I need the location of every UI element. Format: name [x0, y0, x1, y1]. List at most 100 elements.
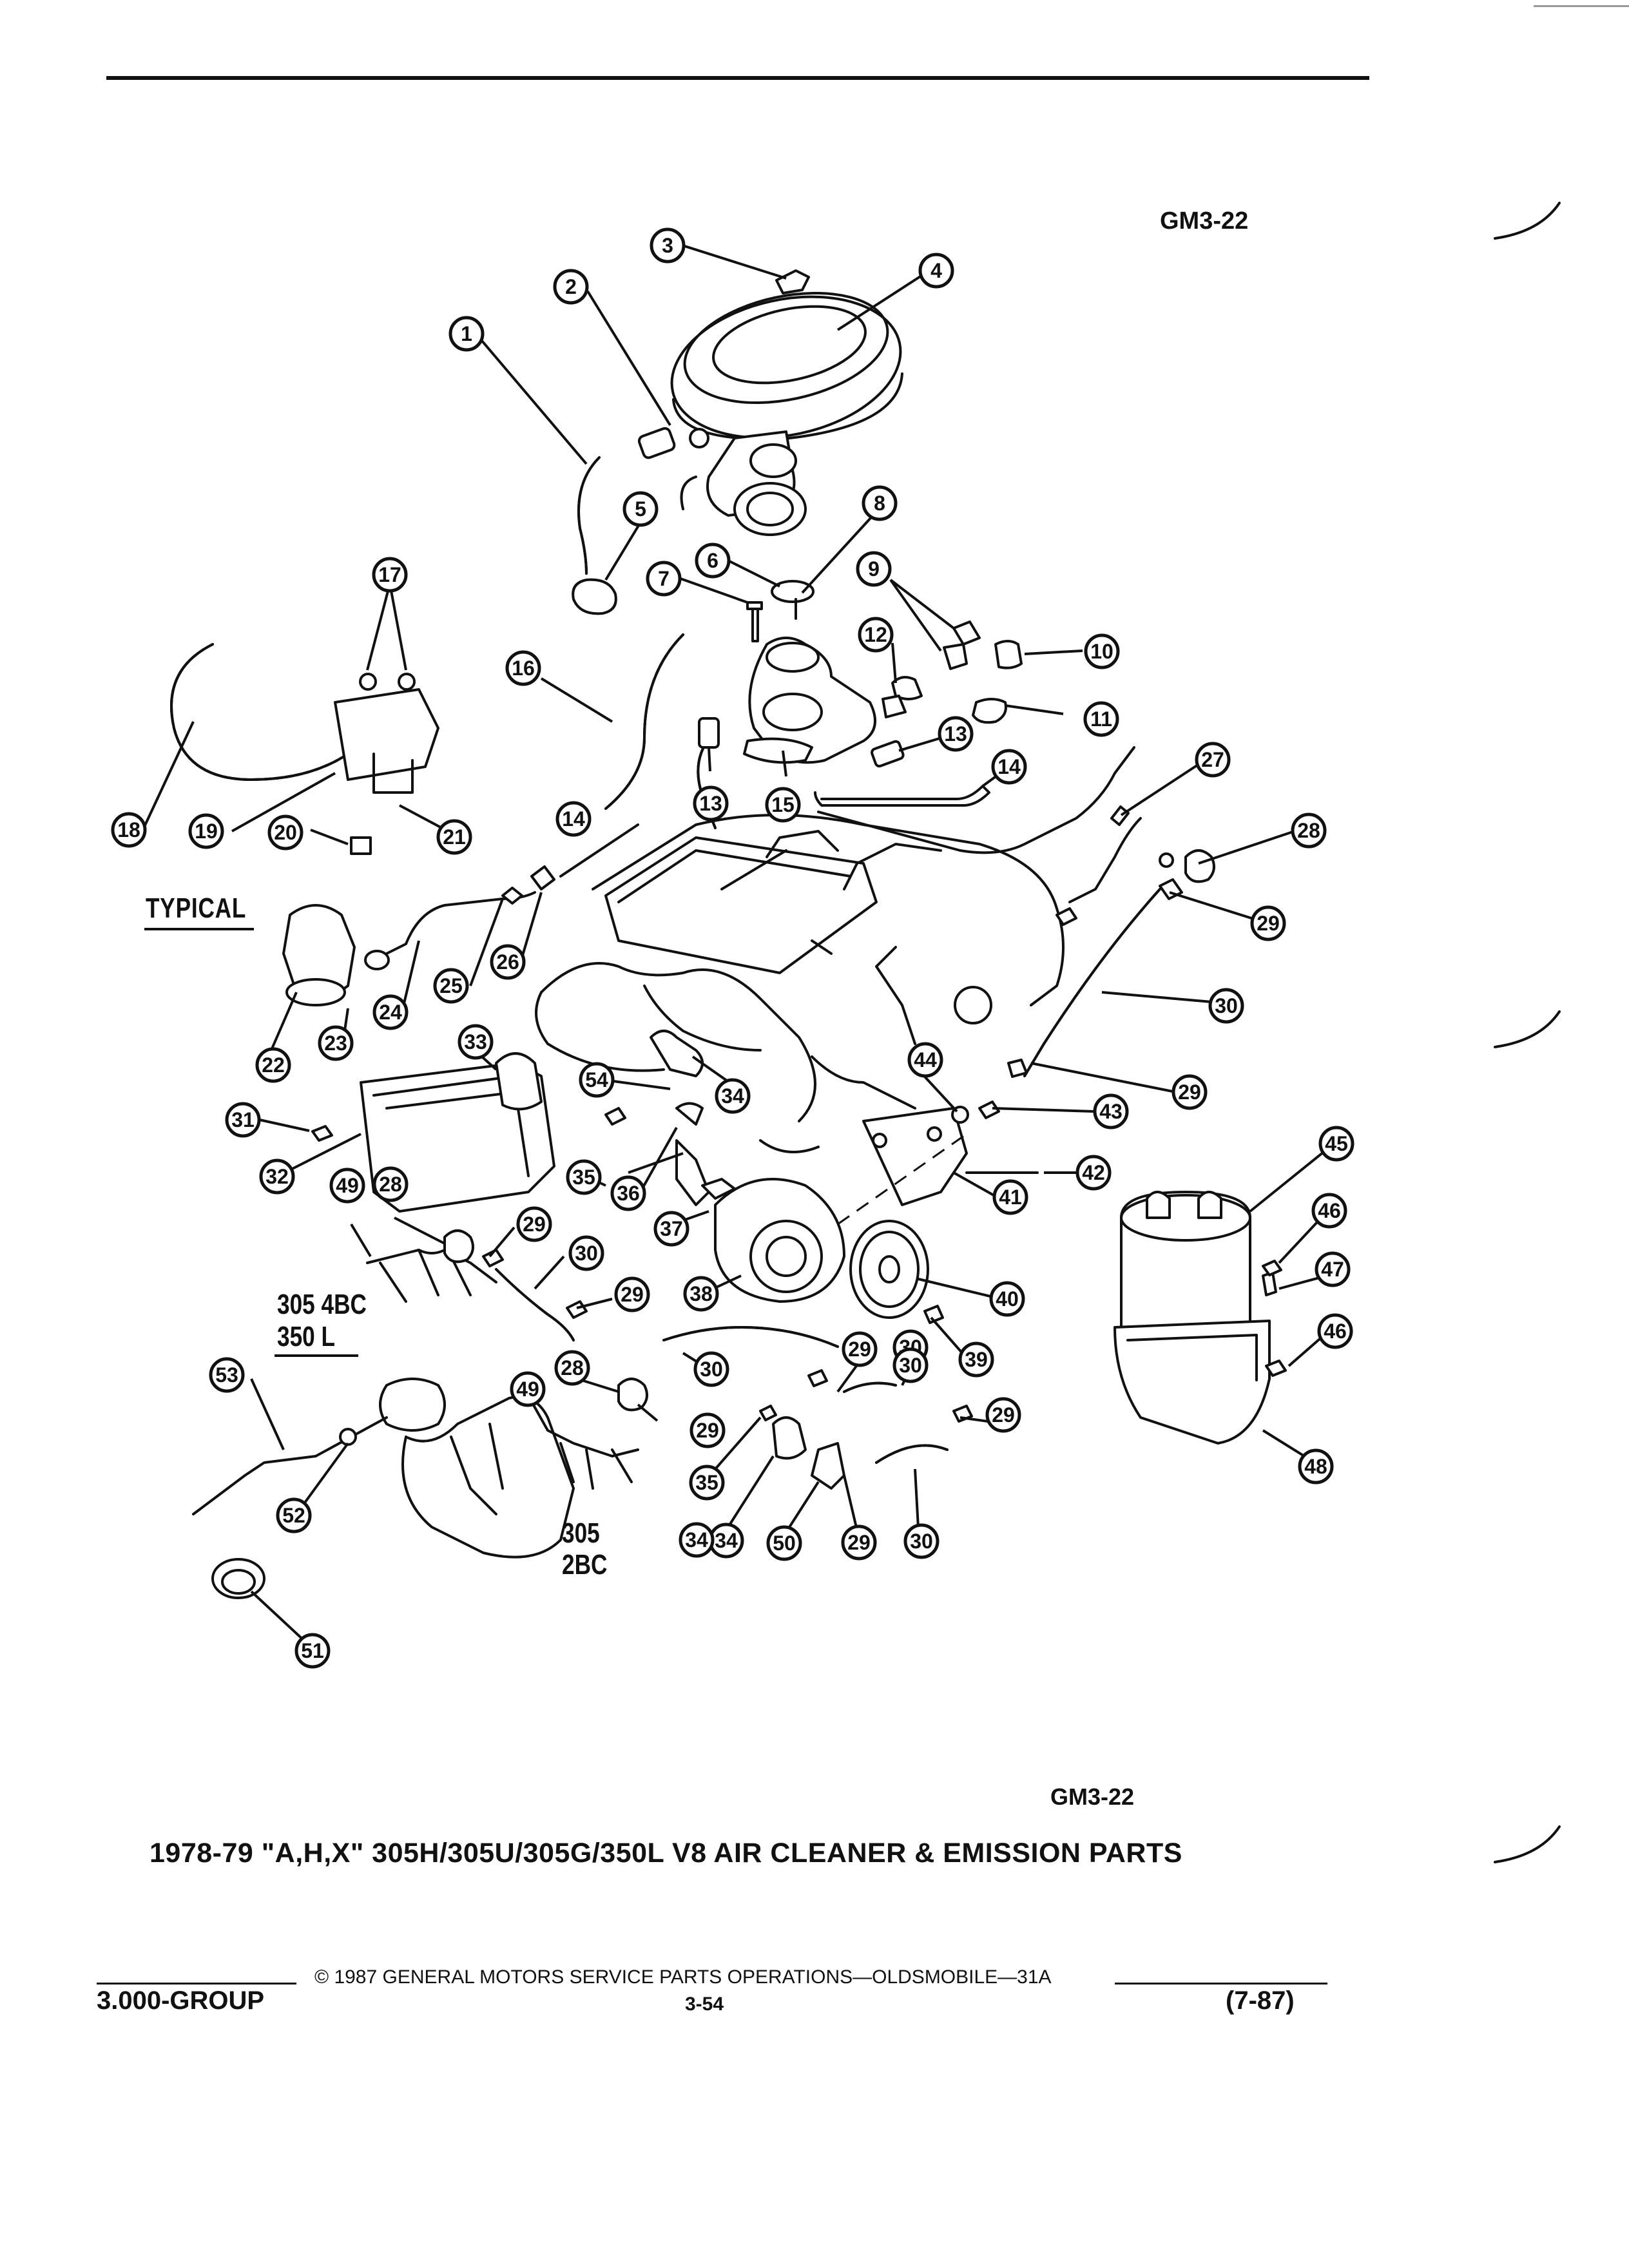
- callout-39: 39: [958, 1341, 994, 1378]
- svg-text:29: 29: [847, 1531, 871, 1554]
- callout-44: 44: [907, 1042, 943, 1078]
- callout-47: 47: [1315, 1251, 1351, 1287]
- svg-text:19: 19: [195, 820, 218, 843]
- callout-4: 4: [918, 253, 954, 289]
- svg-text:15: 15: [771, 793, 795, 816]
- svg-text:46: 46: [1318, 1199, 1341, 1222]
- svg-text:50: 50: [773, 1532, 796, 1555]
- figure-code-top: GM3-22: [1160, 207, 1249, 235]
- svg-text:29: 29: [1257, 912, 1280, 935]
- svg-text:29: 29: [621, 1283, 644, 1306]
- svg-text:16: 16: [512, 657, 535, 680]
- svg-text:1: 1: [461, 322, 472, 345]
- header-rule: [106, 76, 1369, 80]
- air-injection-pump: [714, 1100, 1039, 1324]
- callout-19: 19: [188, 813, 224, 849]
- svg-text:20: 20: [274, 821, 297, 844]
- callout-30e: 30: [892, 1347, 929, 1383]
- svg-text:52: 52: [282, 1504, 305, 1527]
- callout-29d: 29: [614, 1276, 650, 1312]
- svg-text:46: 46: [1324, 1320, 1347, 1343]
- callout-54: 54: [579, 1062, 615, 1098]
- callout-29f: 29: [842, 1331, 878, 1367]
- svg-text:31: 31: [231, 1108, 255, 1131]
- callout-48: 48: [1298, 1448, 1334, 1485]
- callout-7: 7: [646, 561, 682, 597]
- callout-9: 9: [856, 551, 892, 587]
- callout-40: 40: [989, 1281, 1025, 1317]
- footer-date-code: (7-87): [1226, 1986, 1295, 2015]
- svg-text:22: 22: [262, 1053, 285, 1077]
- svg-text:45: 45: [1325, 1132, 1348, 1155]
- svg-text:43: 43: [1099, 1100, 1123, 1123]
- svg-text:53: 53: [215, 1363, 238, 1387]
- footer-rule-left: [97, 1983, 296, 1984]
- callout-23: 23: [318, 1025, 354, 1061]
- callout-24: 24: [372, 994, 409, 1030]
- svg-text:25: 25: [439, 974, 463, 997]
- egr-2bc-parts: [192, 1378, 575, 1599]
- svg-text:54: 54: [585, 1068, 608, 1091]
- callout-30b: 30: [568, 1235, 604, 1271]
- footer-copyright: © 1987 GENERAL MOTORS SERVICE PARTS OPER…: [314, 1966, 1052, 1988]
- svg-text:21: 21: [443, 825, 466, 849]
- flex-duct: [604, 633, 684, 810]
- callout-29h: 29: [841, 1524, 877, 1561]
- leader-lines: [143, 242, 1327, 1644]
- callout-38: 38: [683, 1276, 719, 1312]
- callout-53: 53: [209, 1357, 245, 1393]
- binding-hooks: [1494, 202, 1561, 1863]
- svg-text:28: 28: [379, 1173, 402, 1196]
- callout-20: 20: [267, 814, 304, 850]
- air-injection-2bc: [546, 1326, 973, 1490]
- callout-2: 2: [553, 269, 589, 305]
- svg-text:2: 2: [565, 275, 577, 298]
- callout-1: 1: [448, 316, 485, 352]
- svg-text:30: 30: [700, 1358, 723, 1381]
- callout-29e: 29: [689, 1412, 726, 1448]
- callout-31: 31: [225, 1102, 261, 1138]
- callout-33: 33: [458, 1024, 494, 1060]
- svg-text:41: 41: [999, 1186, 1022, 1209]
- callout-46a: 46: [1311, 1193, 1347, 1229]
- callout-6: 6: [695, 543, 731, 579]
- callout-3: 3: [650, 227, 686, 264]
- svg-text:39: 39: [965, 1348, 988, 1371]
- svg-text:28: 28: [561, 1356, 584, 1379]
- svg-text:30: 30: [575, 1242, 598, 1265]
- svg-text:42: 42: [1082, 1161, 1105, 1184]
- callout-34a: 34: [715, 1078, 751, 1114]
- svg-text:3: 3: [662, 234, 673, 257]
- callout-21: 21: [436, 819, 472, 855]
- svg-text:44: 44: [914, 1048, 937, 1072]
- svg-text:8: 8: [874, 492, 885, 515]
- svg-text:47: 47: [1321, 1258, 1344, 1281]
- svg-text:29: 29: [1178, 1081, 1201, 1104]
- svg-text:12: 12: [864, 623, 887, 646]
- callout-28a: 28: [1291, 812, 1327, 849]
- svg-text:49: 49: [336, 1174, 359, 1197]
- svg-text:38: 38: [689, 1282, 713, 1305]
- svg-text:37: 37: [660, 1217, 683, 1240]
- svg-text:5: 5: [635, 497, 646, 521]
- svg-text:35: 35: [572, 1166, 595, 1189]
- callout-51: 51: [294, 1633, 331, 1669]
- svg-text:27: 27: [1201, 748, 1224, 771]
- svg-text:26: 26: [496, 950, 519, 974]
- callout-14b: 14: [555, 801, 592, 837]
- air-intake-snorkel: [170, 643, 439, 855]
- typical-label: TYPICAL: [146, 892, 247, 924]
- engine-label-underline: [275, 1354, 358, 1357]
- svg-text:14: 14: [562, 807, 585, 831]
- svg-text:29: 29: [992, 1403, 1015, 1427]
- svg-text:23: 23: [324, 1032, 347, 1055]
- svg-text:49: 49: [516, 1378, 539, 1401]
- callout-36: 36: [610, 1175, 646, 1211]
- air-cleaner-assembly: [670, 269, 903, 536]
- callout-34c: 34: [679, 1522, 715, 1558]
- carb-stud-gasket: [746, 580, 815, 642]
- engine-label-350l: 350 L: [277, 1321, 336, 1352]
- vacuum-line-right: [817, 746, 1142, 926]
- engine-label-305-4bc: 305 4BC: [277, 1289, 367, 1320]
